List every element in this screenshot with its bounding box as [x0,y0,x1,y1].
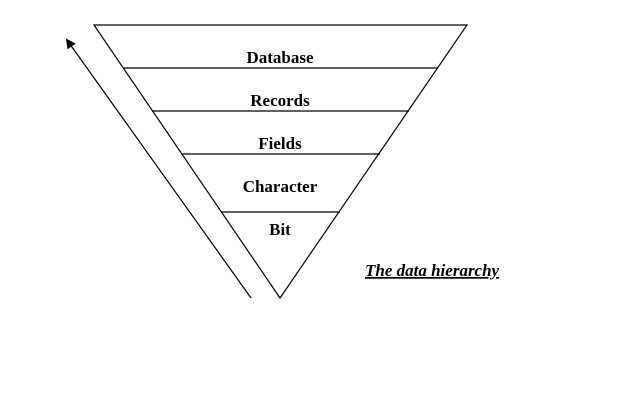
up-arrow-icon [65,38,252,299]
level-label-bit: Bit [269,220,291,239]
level-label-database: Database [246,48,314,67]
level-label-character: Character [243,177,318,196]
level-label-records: Records [250,91,310,110]
hierarchy-triangle [92,24,469,300]
level-label-fields: Fields [258,134,302,153]
diagram-caption: The data hierarchy [365,261,500,280]
